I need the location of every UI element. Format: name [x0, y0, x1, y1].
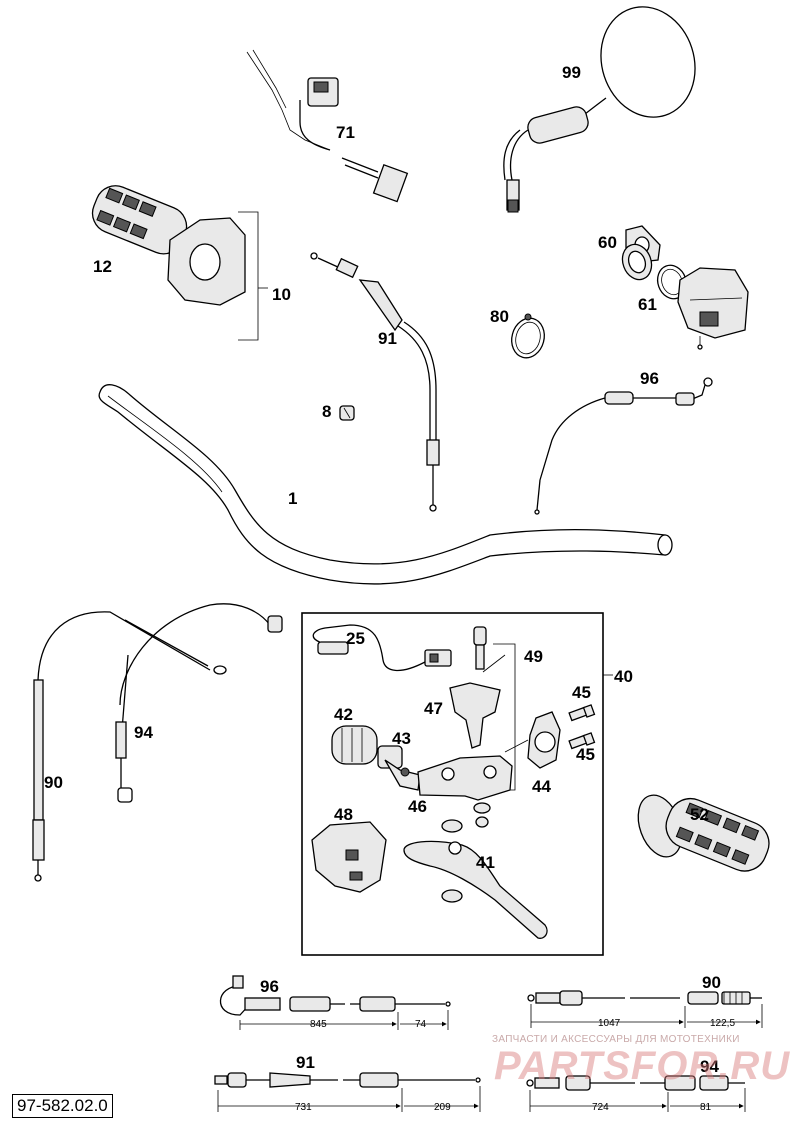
- handlebar: [98, 384, 673, 585]
- callout-60: 60: [598, 233, 617, 252]
- callout-80: 80: [490, 307, 509, 326]
- watermark-text: ЗАПЧАСТИ И АКСЕССУАРЫ ДЛЯ МОТОТЕХНИКИ: [492, 1034, 740, 1045]
- actuator-43: [377, 745, 421, 791]
- spec-90-end: 122,5: [710, 1018, 735, 1029]
- watermark-logo: PARTSFOR.RU: [494, 1044, 791, 1088]
- spec-91-main: 731: [295, 1102, 312, 1113]
- callout-52: 52: [690, 805, 709, 824]
- spec-96-label: 96: [260, 977, 279, 996]
- callout-25: 25: [346, 629, 365, 648]
- callout-41: 41: [476, 853, 495, 872]
- spec-91-end: 209: [434, 1102, 451, 1113]
- hot-start-assembly: [621, 225, 749, 350]
- decomp-cable-loose: [115, 603, 283, 803]
- clutch-lever-41: [403, 840, 548, 939]
- bolts-45: [568, 704, 596, 750]
- callout-45-a: 45: [572, 683, 591, 702]
- washers: [441, 802, 491, 903]
- spec-96-main: 845: [310, 1019, 327, 1030]
- clip: [339, 405, 355, 421]
- callout-42: 42: [334, 705, 353, 724]
- clamp: [511, 313, 545, 359]
- spec-90-main: 1047: [598, 1018, 621, 1029]
- adjuster-47: [449, 682, 501, 749]
- lever-cover-48: [311, 821, 387, 893]
- callout-61: 61: [638, 295, 657, 314]
- callout-8: 8: [322, 402, 331, 421]
- diagram-code: 97-582.02.0: [12, 1094, 113, 1118]
- spec-96-end: 74: [415, 1019, 427, 1030]
- mirror: [503, 6, 696, 213]
- callout-47: 47: [424, 699, 443, 718]
- spec-90-label: 90: [702, 973, 721, 992]
- callout-12: 12: [93, 257, 112, 276]
- callout-40: 40: [614, 667, 633, 686]
- callout-10: 10: [272, 285, 291, 304]
- kill-switch-assembly: [246, 49, 409, 203]
- spec-cable-96: [219, 975, 451, 1030]
- callout-94: 94: [134, 723, 153, 742]
- left-grip: [637, 794, 770, 872]
- throttle-cable: [310, 252, 440, 512]
- callout-43: 43: [392, 729, 411, 748]
- spec-cable-94: [526, 1075, 746, 1112]
- lever-housing-46: [417, 755, 513, 801]
- callout-49: 49: [524, 647, 543, 666]
- callout-48: 48: [334, 805, 353, 824]
- clutch-cable-loose: [32, 611, 227, 882]
- callout-91: 91: [378, 329, 397, 348]
- spec-94-main: 724: [592, 1102, 609, 1113]
- callout-1: 1: [288, 489, 297, 508]
- callout-99: 99: [562, 63, 581, 82]
- clutch-switch-25: [312, 624, 452, 672]
- clamp-44: [504, 711, 561, 769]
- spec-cable-90: [527, 990, 763, 1028]
- callout-71: 71: [336, 123, 355, 142]
- callout-96: 96: [640, 369, 659, 388]
- callout-46: 46: [408, 797, 427, 816]
- callout-90: 90: [44, 773, 63, 792]
- bellows-42: [331, 725, 378, 765]
- spec-94-end: 81: [700, 1102, 712, 1113]
- hot-start-cable: [534, 377, 713, 515]
- throttle-grip: [91, 185, 268, 341]
- spec-cable-91: [214, 1072, 481, 1112]
- clutch-lever-group-box: [301, 612, 613, 956]
- spec-91-label: 91: [296, 1053, 315, 1072]
- callout-45-b: 45: [576, 745, 595, 764]
- spec-94-label: 94: [700, 1057, 719, 1076]
- callout-44: 44: [532, 777, 551, 796]
